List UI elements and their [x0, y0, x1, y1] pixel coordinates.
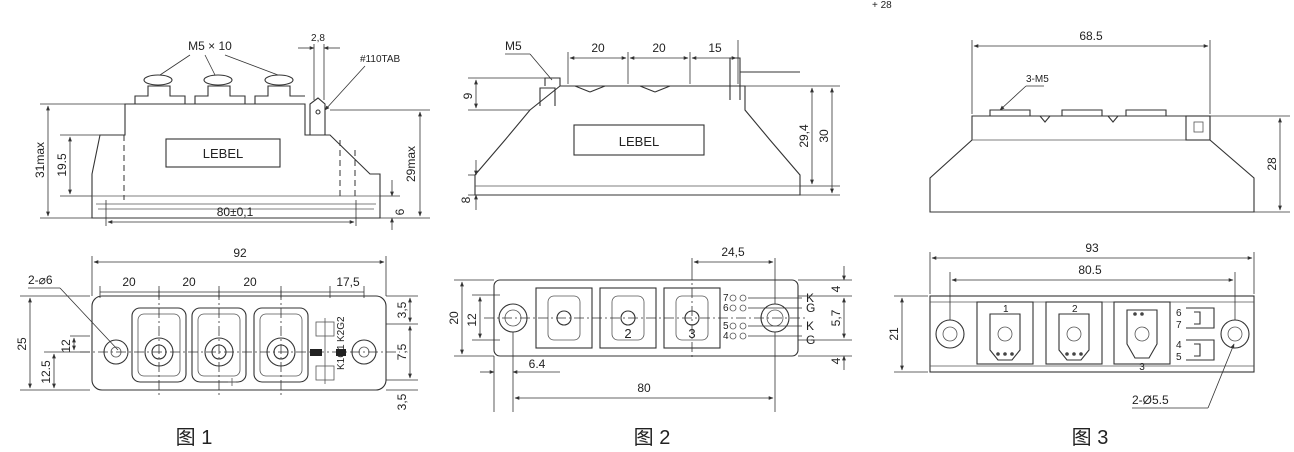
figure-2: LEBEL M5 20 20 15 9 8: [447, 39, 852, 449]
figure-1: LEBEL M5 × 10 2,8 #110TAB 31max 19.5: [15, 33, 430, 449]
fig3-term-3: 3: [1139, 362, 1145, 373]
fig3-side-height: 28: [1265, 157, 1279, 171]
fig2-screw-label: M5: [505, 39, 522, 53]
fig3-holes: 2-Ø5.5: [1132, 393, 1169, 407]
fig3-pin-7: 7: [1176, 320, 1182, 331]
fig3-pin-4: 4: [1176, 340, 1182, 351]
figure-3: + 28 68.5 3-M5 28: [872, 0, 1290, 449]
fig2-caption: 图 2: [634, 427, 671, 449]
fig1-height-base: 19.5: [55, 153, 69, 177]
fig3-pin-6: 6: [1176, 308, 1182, 319]
fig2-pin-7: 7: [723, 293, 729, 304]
fig3-top-view: 1 2 3 6 7 4 5 93 80.5: [887, 241, 1255, 409]
fig3-side-view: 68.5 3-M5 28: [929, 29, 1290, 213]
fig1-k2g2: K2G2: [336, 316, 347, 342]
fig2-side-label: LEBEL: [619, 134, 659, 149]
fig2-pin-6: 6: [723, 303, 729, 314]
fig3-pin-5: 5: [1176, 352, 1182, 363]
fig2-right-1: 4: [829, 285, 843, 292]
fig1-right-1: 3,5: [395, 301, 409, 318]
fig1-right-3: 3,5: [395, 393, 409, 410]
fig2-right-2: 5,7: [829, 309, 843, 326]
fig2-length: 80: [637, 381, 651, 395]
fig2-letter-k1: K: [806, 291, 814, 305]
fig2-height-total-top: 20: [447, 311, 461, 325]
fig1-pitch-2: 20: [182, 275, 196, 289]
fig1-caption: 图 1: [176, 427, 213, 449]
fig1-side-label: LEBEL: [203, 146, 243, 161]
fig1-right-2: 7,5: [395, 343, 409, 360]
fig1-terminals: [131, 307, 309, 383]
fig2-height-mid: 29,4: [797, 124, 811, 148]
fig2-term-2: 2: [624, 326, 631, 341]
fig1-top-view: K1G1 K2G2 92 20 20 20 17,5 2-⌀6: [15, 246, 418, 410]
fig3-terminals: [976, 301, 1171, 365]
fig2-pin-offset: 24,5: [721, 245, 745, 259]
fig2-pin-5: 5: [723, 321, 729, 332]
fig1-holes: 2-⌀6: [28, 273, 53, 287]
fig2-pins: 7 6 5 4: [723, 293, 747, 342]
fig1-length: 92: [233, 246, 247, 260]
fig3-screw-label: 3-M5: [1026, 74, 1049, 85]
fig2-pin-4: 4: [723, 331, 729, 342]
fig1-pitch-3: 20: [243, 275, 257, 289]
fig2-side-label-box: [573, 124, 705, 156]
fig3-corner-text: + 28: [872, 0, 892, 11]
fig3-term-1: 1: [1003, 304, 1009, 315]
fig3-caption: 图 3: [1072, 427, 1109, 449]
fig2-height-mid-top: 12: [465, 313, 479, 327]
fig3-term-2: 2: [1072, 304, 1078, 315]
fig1-height-right: 29max: [404, 146, 418, 182]
fig1-tab-width: 2,8: [311, 33, 325, 44]
fig1-height-mid: 12: [59, 339, 73, 353]
fig2-letter-g1: G: [806, 301, 815, 315]
fig2-pitch-2: 20: [652, 41, 666, 55]
fig3-length: 93: [1085, 241, 1099, 255]
fig1-height-total: 31max: [33, 142, 47, 178]
fig2-height-top: 9: [461, 92, 475, 99]
fig1-k1g1: K1G1: [336, 344, 347, 370]
fig2-pitch-3: 15: [708, 41, 722, 55]
fig2-right-3: 4: [829, 357, 843, 364]
fig2-side-view: LEBEL M5 20 20 15 9 8: [459, 39, 840, 210]
fig2-height-total: 30: [817, 129, 831, 143]
fig1-pitch-1: 20: [122, 275, 136, 289]
fig3-pitch: 80.5: [1078, 263, 1102, 277]
fig1-height-foot: 6: [393, 208, 407, 215]
fig1-width: 80±0,1: [217, 205, 254, 219]
fig1-screw-label: M5 × 10: [188, 39, 232, 53]
fig1-pitch-4: 17,5: [336, 275, 360, 289]
fig1-side-view: LEBEL M5 × 10 2,8 #110TAB 31max 19.5: [33, 33, 430, 230]
fig2-pitch-1: 20: [591, 41, 605, 55]
fig3-pins: 6 7 4 5: [1176, 307, 1215, 363]
fig1-height-half: 12.5: [39, 360, 53, 384]
fig2-offset: 6.4: [529, 357, 546, 371]
fig1-side-label-box: [165, 138, 281, 168]
fig3-side-width: 68.5: [1079, 29, 1103, 43]
fig2-height-foot: 8: [459, 196, 473, 203]
fig1-height-total-top: 25: [15, 337, 29, 351]
fig2-top-view: 2 3 7 6 5 4 K G: [447, 245, 852, 412]
fig2-letter-k2: K: [806, 319, 814, 333]
fig1-tab-label: #110TAB: [360, 54, 401, 65]
fig3-height: 21: [887, 327, 901, 341]
